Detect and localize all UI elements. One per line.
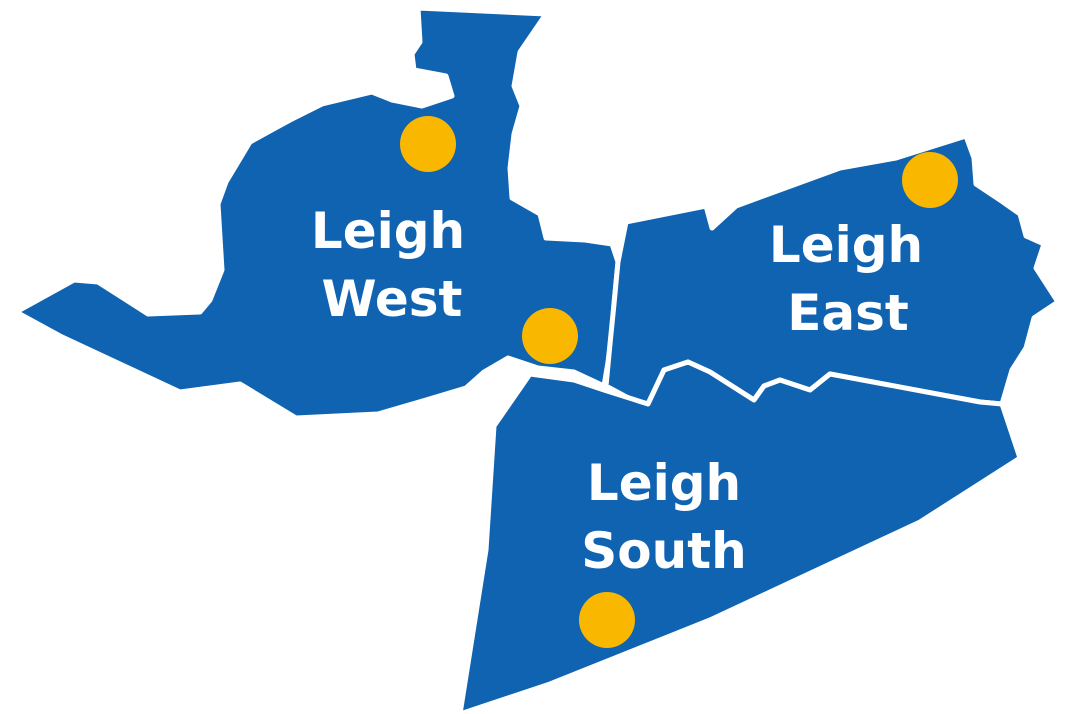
region-leigh-west-label-line-1: Leigh bbox=[311, 202, 465, 260]
region-leigh-south-label-line-2: South bbox=[581, 522, 746, 580]
region-leigh-east-label-line-2: East bbox=[787, 284, 909, 342]
region-leigh-west-marker-2 bbox=[522, 308, 578, 364]
region-leigh-west-shape[interactable] bbox=[13, 5, 621, 421]
region-leigh-east-label-line-1: Leigh bbox=[769, 216, 923, 274]
region-leigh-west-label-line-2: West bbox=[322, 270, 463, 328]
region-leigh-south-marker-1 bbox=[579, 592, 635, 648]
region-leigh-east-marker-1 bbox=[902, 152, 958, 208]
region-leigh-south[interactable]: Leigh South bbox=[457, 359, 1023, 714]
region-leigh-west-marker-1 bbox=[400, 116, 456, 172]
region-leigh-east[interactable]: Leigh East bbox=[603, 133, 1061, 407]
region-leigh-south-label-line-1: Leigh bbox=[587, 454, 741, 512]
region-leigh-west[interactable]: Leigh West bbox=[13, 5, 621, 421]
